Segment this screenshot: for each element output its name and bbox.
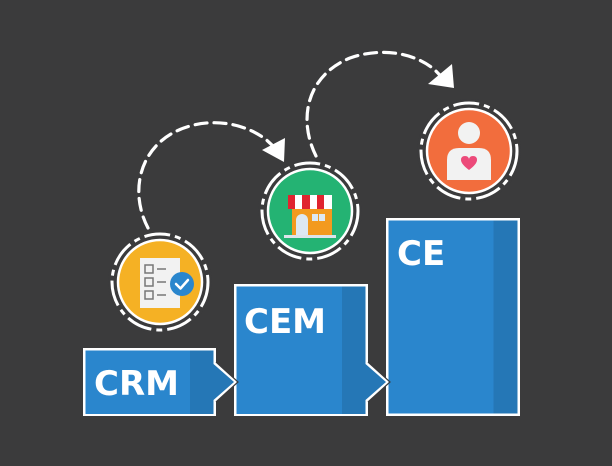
checklist-icon: [140, 258, 194, 308]
checklist-icon-badge: [108, 230, 212, 334]
arrowhead-icon: [262, 138, 285, 162]
step-ce-box: [386, 218, 520, 416]
user-heart-icon-badge: [417, 99, 521, 203]
user-heart-icon: [447, 122, 491, 180]
step-cem-box: [234, 284, 390, 416]
step-crm-box: [83, 348, 238, 416]
arrowhead-icon: [428, 64, 454, 88]
connector-cem-to-ce: [305, 50, 454, 158]
step-label-ce: CE: [397, 234, 446, 274]
step-label-crm: CRM: [94, 364, 179, 404]
storefront-icon: [284, 195, 336, 238]
connector-crm-to-cem: [137, 121, 285, 230]
arrow-tip-cem: [367, 361, 391, 403]
step-label-cem: CEM: [244, 302, 327, 342]
arrow-tip-crm: [215, 361, 239, 403]
storefront-icon-badge: [258, 159, 362, 263]
